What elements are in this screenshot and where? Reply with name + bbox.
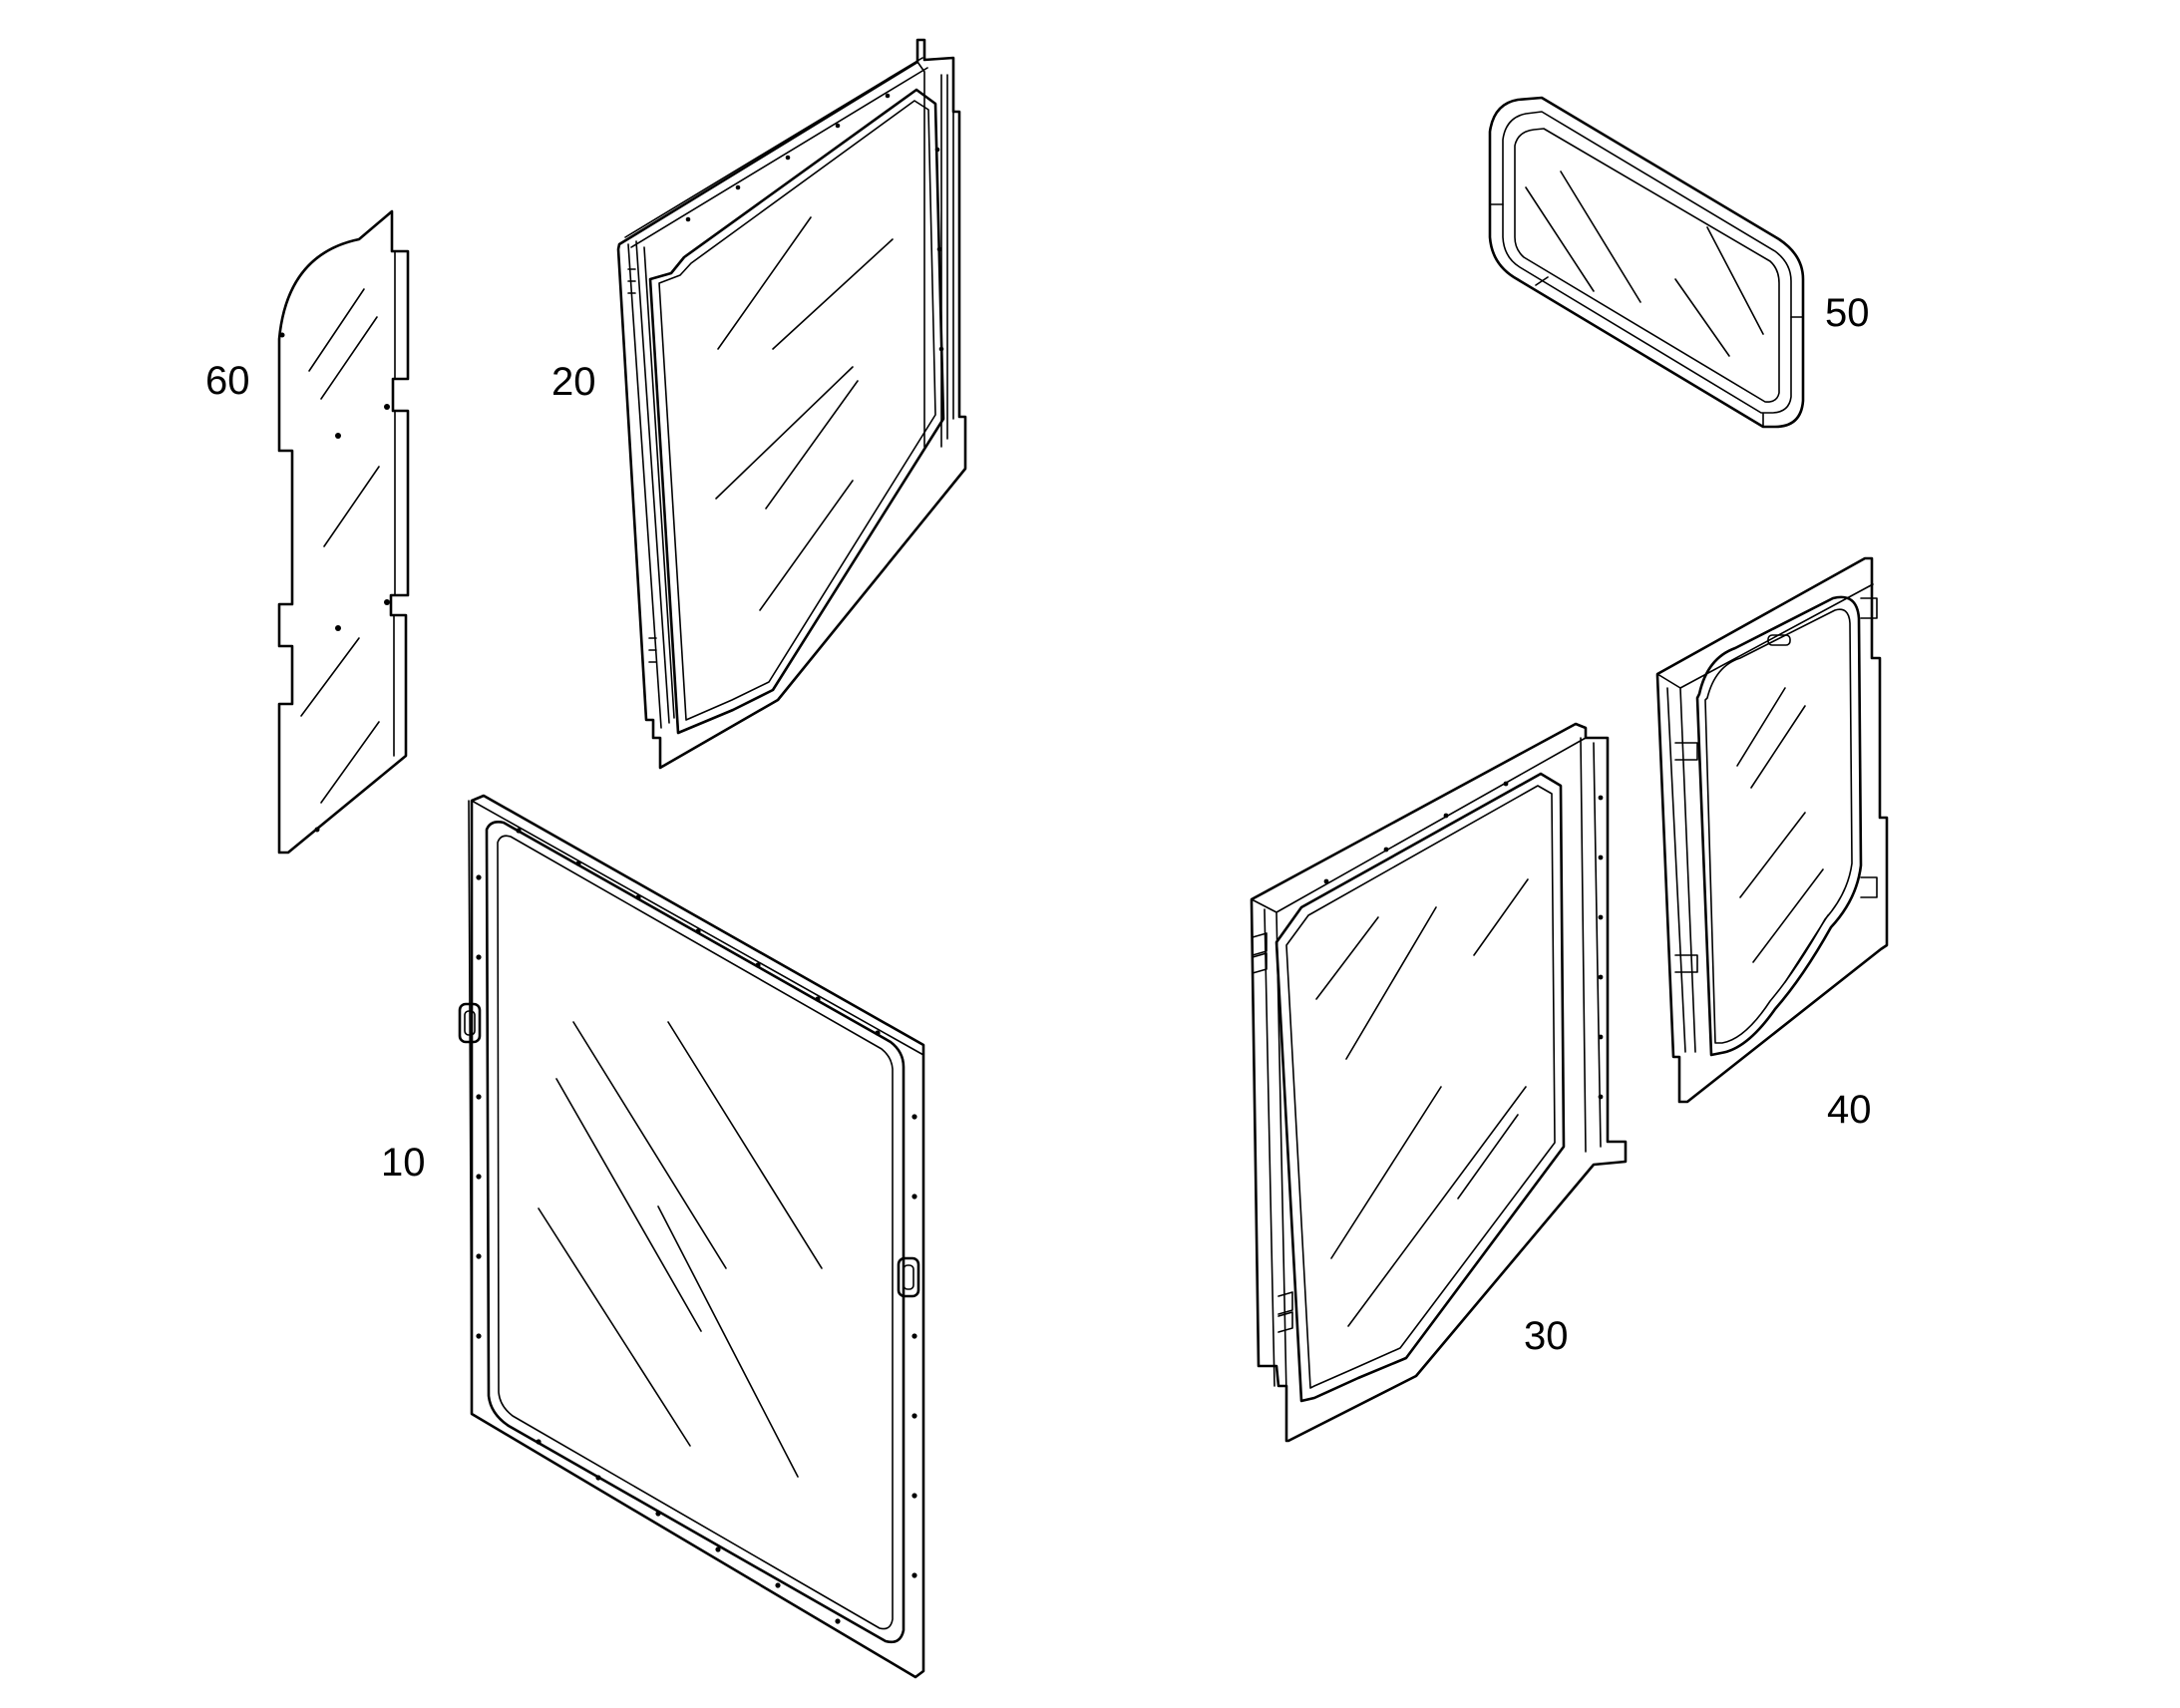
callout-60: 60	[205, 359, 250, 403]
part-20-glass-reflections	[715, 216, 894, 611]
part-60-glass-reflections	[300, 288, 380, 804]
part-40-rear-door[interactable]	[1655, 556, 1889, 1104]
callout-50: 50	[1825, 291, 1870, 335]
part-30-side-door[interactable]	[1250, 722, 1628, 1443]
callout-20: 20	[551, 360, 596, 404]
part-50-glass-reflections	[1525, 171, 1764, 357]
part-10-front-panel[interactable]	[458, 794, 925, 1679]
part-10-latch-left	[458, 1002, 482, 1044]
part-30-glass-reflections	[1315, 878, 1529, 1327]
part-10-glass-reflections	[538, 1021, 823, 1478]
part-50-rear-window[interactable]	[1488, 96, 1805, 429]
part-10-latch-right	[897, 1256, 920, 1298]
callout-40: 40	[1827, 1088, 1872, 1132]
callout-10: 10	[381, 1141, 426, 1185]
part-20-door-panel[interactable]	[616, 38, 967, 770]
callout-30: 30	[1524, 1314, 1569, 1358]
part-60-side-panel[interactable]	[277, 209, 410, 854]
part-40-glass-reflections	[1736, 687, 1829, 983]
